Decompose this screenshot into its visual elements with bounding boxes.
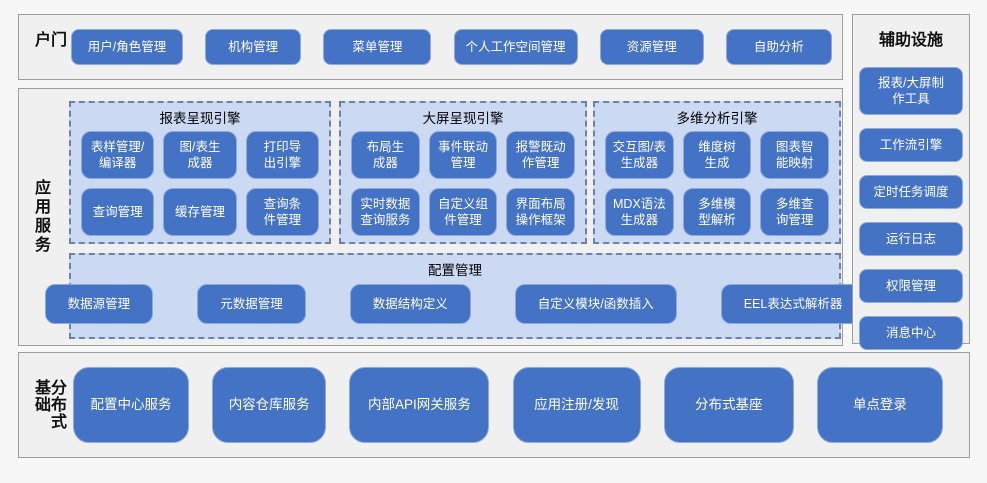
node-datasource-mgmt[interactable]: 数据源管理 [44, 284, 154, 324]
node-multidim-model-parsing[interactable]: 多维模 型解析 [682, 188, 752, 236]
node-report-screen-authoring-tool[interactable]: 报表/大屏制 作工具 [859, 67, 963, 115]
node-metadata-mgmt[interactable]: 元数据管理 [197, 284, 306, 324]
node-data-structure-definition[interactable]: 数据结构定义 [349, 284, 471, 324]
distributed-foundation-section: 分布式基础 配置中心服务 内容仓库服务 内部API网关服务 应用注册/发现 分布… [18, 352, 970, 458]
node-run-log[interactable]: 运行日志 [859, 222, 963, 256]
config-node-row: 数据源管理 元数据管理 数据结构定义 自定义模块/函数插入 EEL表达式解析器 [44, 277, 866, 324]
app-services-section: 应用服务 报表呈现引擎 表样管理/ 编译器 图/表生 成器 打印导 出引擎 查询… [18, 88, 866, 346]
node-workflow-engine[interactable]: 工作流引擎 [859, 128, 963, 162]
node-resource-mgmt[interactable]: 资源管理 [599, 29, 704, 65]
node-dimension-tree-generator[interactable]: 维度树 生成 [682, 131, 752, 179]
portal-node-row: 用户/角色管理 机构管理 菜单管理 个人工作空间管理 资源管理 自助分析 [71, 15, 832, 79]
node-layout-generator[interactable]: 布局生 成器 [351, 131, 420, 179]
node-app-registration-discovery[interactable]: 应用注册/发现 [512, 367, 641, 443]
node-scheduled-task-scheduling[interactable]: 定时任务调度 [859, 175, 963, 209]
node-query-mgmt[interactable]: 查询管理 [81, 188, 155, 236]
screen-engine-grid: 布局生 成器 事件联动 管理 报警既动 作管理 实时数据 查询服务 自定义组 件… [341, 125, 585, 246]
node-print-export-engine[interactable]: 打印导 出引擎 [245, 131, 319, 179]
node-internal-api-gateway-service[interactable]: 内部API网关服务 [349, 367, 490, 443]
portal-section: 门户 用户/角色管理 机构管理 菜单管理 个人工作空间管理 资源管理 自助分析 [18, 14, 843, 80]
portal-label: 门户 [32, 31, 65, 50]
node-interactive-chart-generator[interactable]: 交互图/表 生成器 [605, 131, 674, 179]
auxiliary-facilities-section: 辅助设施 报表/大屏制 作工具 工作流引擎 定时任务调度 运行日志 权限管理 消… [852, 14, 970, 350]
node-custom-component-mgmt[interactable]: 自定义组 件管理 [428, 188, 498, 236]
node-menu-mgmt[interactable]: 菜单管理 [323, 29, 432, 65]
olap-engine-grid: 交互图/表 生成器 维度树 生成 图表智 能映射 MDX语法 生成器 多维模 型… [595, 125, 839, 246]
node-eel-expression-parser[interactable]: EEL表达式解析器 [720, 284, 866, 324]
node-config-center-service[interactable]: 配置中心服务 [73, 367, 189, 443]
node-distributed-base[interactable]: 分布式基座 [663, 367, 794, 443]
node-single-sign-on[interactable]: 单点登录 [816, 367, 943, 443]
node-org-mgmt[interactable]: 机构管理 [205, 29, 302, 65]
report-engine-panel: 报表呈现引擎 表样管理/ 编译器 图/表生 成器 打印导 出引擎 查询管理 缓存… [69, 101, 331, 244]
olap-engine-title: 多维分析引擎 [676, 111, 758, 126]
screen-engine-title: 大屏呈现引擎 [422, 111, 504, 126]
olap-engine-panel: 多维分析引擎 交互图/表 生成器 维度树 生成 图表智 能映射 MDX语法 生成… [593, 101, 841, 244]
node-message-center[interactable]: 消息中心 [859, 316, 963, 350]
report-engine-title: 报表呈现引擎 [159, 111, 241, 126]
node-realtime-data-query-service[interactable]: 实时数据 查询服务 [351, 188, 420, 236]
node-alarm-action-mgmt[interactable]: 报警既动 作管理 [506, 131, 575, 179]
config-mgmt-panel: 配置管理 数据源管理 元数据管理 数据结构定义 自定义模块/函数插入 EEL表达… [44, 253, 866, 339]
node-cache-mgmt[interactable]: 缓存管理 [163, 188, 237, 236]
distributed-node-row: 配置中心服务 内容仓库服务 内部API网关服务 应用注册/发现 分布式基座 单点… [73, 367, 943, 443]
report-engine-grid: 表样管理/ 编译器 图/表生 成器 打印导 出引擎 查询管理 缓存管理 查询条 … [71, 125, 329, 246]
node-chart-smart-mapping[interactable]: 图表智 能映射 [760, 131, 829, 179]
node-user-role-mgmt[interactable]: 用户/角色管理 [71, 29, 183, 65]
node-ui-layout-operation-framework[interactable]: 界面布局 操作框架 [506, 188, 575, 236]
screen-engine-panel: 大屏呈现引擎 布局生 成器 事件联动 管理 报警既动 作管理 实时数据 查询服务… [339, 101, 587, 244]
auxiliary-facilities-title: 辅助设施 [878, 32, 943, 49]
node-query-condition-mgmt[interactable]: 查询条 件管理 [245, 188, 319, 236]
node-mdx-syntax-generator[interactable]: MDX语法 生成器 [605, 188, 674, 236]
auxiliary-node-column: 报表/大屏制 作工具 工作流引擎 定时任务调度 运行日志 权限管理 消息中心 [853, 67, 969, 350]
node-multidim-query-mgmt[interactable]: 多维查 询管理 [760, 188, 829, 236]
node-event-linkage-mgmt[interactable]: 事件联动 管理 [428, 131, 498, 179]
node-template-mgmt-compiler[interactable]: 表样管理/ 编译器 [81, 131, 155, 179]
node-custom-module-function-insert[interactable]: 自定义模块/函数插入 [514, 284, 677, 324]
app-services-label: 应用服务 [32, 179, 49, 255]
config-mgmt-title: 配置管理 [428, 263, 482, 278]
node-personal-workspace-mgmt[interactable]: 个人工作空间管理 [453, 29, 578, 65]
node-content-repository-service[interactable]: 内容仓库服务 [212, 367, 327, 443]
node-chart-table-generator[interactable]: 图/表生 成器 [163, 131, 237, 179]
distributed-foundation-label: 分布式基础 [32, 379, 65, 430]
node-permission-mgmt[interactable]: 权限管理 [859, 269, 963, 303]
node-self-service-analysis[interactable]: 自助分析 [725, 29, 832, 65]
